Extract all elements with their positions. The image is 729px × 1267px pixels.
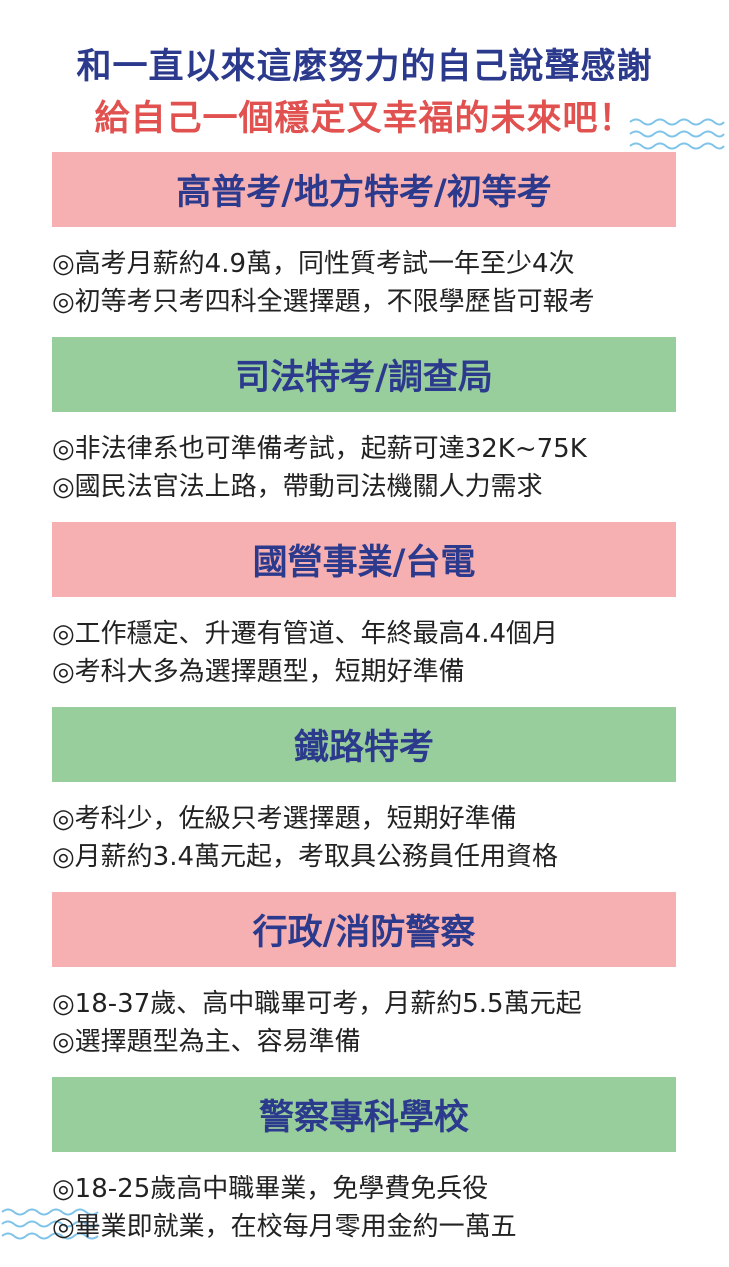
bullet-item: ◎考科少，佐級只考選擇題，短期好準備 [52,804,517,834]
section-header-state-enterprise: 國營事業/台電 [52,522,676,597]
headline-future: 給自己一個穩定又幸福的未來吧！ [94,99,635,139]
section-title: 國營事業/台電 [252,543,476,583]
bullet-item: ◎18-25歲高中職畢業，免學費免兵役 [52,1174,489,1204]
section-bullets: ◎非法律系也可準備考試，起薪可達32K~75K ◎國民法官法上路，帶動司法機關人… [52,430,692,506]
section-header-police-college: 警察專科學校 [52,1077,676,1152]
section-bullets: ◎18-37歲、高中職畢可考，月薪約5.5萬元起 ◎選擇題型為主、容易準備 [52,985,692,1061]
bullet-item: ◎初等考只考四科全選擇題，不限學歷皆可報考 [52,287,595,317]
wave-decoration-icon [629,118,725,150]
section-bullets: ◎考科少，佐級只考選擇題，短期好準備 ◎月薪約3.4萬元起，考取具公務員任用資格 [52,800,692,876]
section-title: 司法特考/調查局 [235,358,493,398]
bullet-item: ◎國民法官法上路，帶動司法機關人力需求 [52,472,543,502]
section-title: 鐵路特考 [293,728,434,768]
bullet-item: ◎選擇題型為主、容易準備 [52,1027,361,1057]
section-header-police-fire: 行政/消防警察 [52,892,676,967]
bullet-item: ◎工作穩定、升遷有管道、年終最高4.4個月 [52,619,559,649]
section-title: 高普考/地方特考/初等考 [176,173,552,213]
bullet-item: ◎高考月薪約4.9萬，同性質考試一年至少4次 [52,249,575,279]
section-header-railway-exam: 鐵路特考 [52,707,676,782]
wave-decoration-icon [1,1208,99,1240]
section-title: 警察專科學校 [258,1098,469,1138]
bullet-item: ◎非法律系也可準備考試，起薪可達32K~75K [52,434,587,464]
section-header-judicial-exam: 司法特考/調查局 [52,337,676,412]
section-bullets: ◎18-25歲高中職畢業，免學費免兵役 ◎畢業即就業，在校每月零用金約一萬五 [52,1170,692,1246]
headline-thanks: 和一直以來這麼努力的自己說聲感謝 [76,47,653,87]
bullet-item: ◎考科大多為選擇題型，短期好準備 [52,657,465,687]
bullet-item: ◎畢業即就業，在校每月零用金約一萬五 [52,1212,517,1242]
section-header-civil-exam: 高普考/地方特考/初等考 [52,152,676,227]
bullet-item: ◎月薪約3.4萬元起，考取具公務員任用資格 [52,842,559,872]
section-bullets: ◎工作穩定、升遷有管道、年終最高4.4個月 ◎考科大多為選擇題型，短期好準備 [52,615,692,691]
bullet-item: ◎18-37歲、高中職畢可考，月薪約5.5萬元起 [52,989,582,1019]
section-bullets: ◎高考月薪約4.9萬，同性質考試一年至少4次 ◎初等考只考四科全選擇題，不限學歷… [52,245,692,321]
section-title: 行政/消防警察 [252,913,476,953]
